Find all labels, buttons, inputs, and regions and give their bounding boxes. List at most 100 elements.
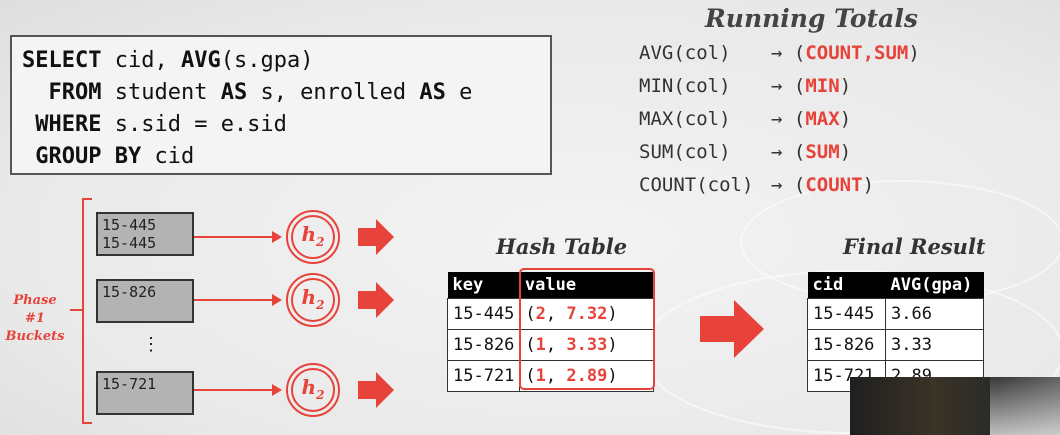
sql-keyword: AS bbox=[419, 80, 446, 105]
bucket-entry: 15-721 bbox=[102, 375, 157, 393]
paren: ) bbox=[839, 75, 852, 97]
running-total-row: SUM(col)→ (SUM) bbox=[639, 141, 851, 163]
table-header-row: cid AVG(gpa) bbox=[807, 272, 984, 299]
hash-table-title: Hash Table bbox=[496, 234, 628, 259]
sql-text: cid, bbox=[101, 48, 181, 73]
sql-keyword: AS bbox=[220, 80, 248, 105]
total-part: SUM bbox=[805, 141, 840, 163]
total-part: SUM bbox=[874, 42, 909, 64]
aggregate-function: AVG(col) bbox=[639, 42, 731, 64]
total-part: COUNT bbox=[805, 174, 863, 196]
sql-text: s, enrolled bbox=[247, 80, 420, 105]
table-cell: 15-721 bbox=[446, 360, 521, 392]
sql-text: s.sid = e.sid bbox=[101, 112, 287, 137]
table-cell: (1, 2.89) bbox=[519, 360, 655, 392]
sql-line: WHERE s.sid = e.sid bbox=[22, 109, 540, 141]
paren: ) bbox=[839, 108, 852, 130]
table-row: 15-445 3.66 bbox=[807, 298, 984, 330]
arrow-icon: → bbox=[771, 108, 783, 130]
paren: ( bbox=[793, 108, 806, 130]
paren: ( bbox=[793, 75, 806, 97]
sql-line: SELECT cid, AVG(s.gpa) bbox=[22, 45, 540, 77]
table-cell: (1, 3.33) bbox=[519, 329, 655, 361]
total-part: , bbox=[862, 42, 875, 64]
table-row: 15-826 (1, 3.33) bbox=[446, 329, 655, 361]
sql-text: cid bbox=[141, 144, 195, 169]
arrow-icon: → bbox=[771, 174, 783, 196]
sql-text: student bbox=[101, 80, 221, 105]
table-cell: 3.66 bbox=[885, 298, 984, 330]
running-total-row: AVG(col) → (COUNT,SUM) bbox=[639, 42, 920, 64]
column-header: key bbox=[447, 272, 520, 299]
right-arrow-icon bbox=[358, 219, 394, 255]
aggregate-function: MAX(col) bbox=[639, 108, 731, 130]
bucket-entry: 15-445 bbox=[102, 216, 157, 234]
right-arrow-icon bbox=[358, 372, 394, 408]
aggregate-function: COUNT(col) bbox=[639, 174, 754, 196]
arrow-head-icon bbox=[272, 231, 282, 243]
paren: ( bbox=[793, 42, 806, 64]
table-cell: 15-445 bbox=[807, 298, 886, 330]
connector-line bbox=[194, 389, 272, 391]
table-header-row: key value bbox=[447, 272, 654, 299]
sql-line: GROUP BY cid bbox=[22, 141, 540, 173]
hash-function-icon bbox=[286, 363, 340, 417]
ellipsis: ⋮ bbox=[142, 334, 160, 355]
running-total-row: MIN(col) → (MIN) bbox=[639, 75, 851, 97]
phase-buckets-label: Phase #1 Buckets bbox=[5, 293, 65, 344]
column-header: AVG(gpa) bbox=[885, 272, 984, 299]
paren: ( bbox=[793, 141, 806, 163]
arrow-head-icon bbox=[272, 294, 282, 306]
aggregate-function: SUM(col) bbox=[639, 141, 731, 163]
hash-function-icon bbox=[286, 273, 340, 327]
connector-line bbox=[194, 236, 272, 238]
total-part: MIN bbox=[805, 75, 840, 97]
bucket: 15-445 15-445 bbox=[96, 212, 194, 256]
hash-label: h2 bbox=[301, 375, 325, 402]
hash-label: h2 bbox=[301, 222, 325, 249]
running-totals-title: Running Totals bbox=[705, 4, 918, 33]
column-header: cid bbox=[807, 272, 886, 299]
sql-keyword: SELECT bbox=[22, 48, 102, 73]
final-result-table: cid AVG(gpa) 15-445 3.66 15-826 3.33 15-… bbox=[807, 272, 984, 392]
bucket: 15-826 bbox=[96, 279, 194, 323]
arrow-icon: → bbox=[771, 141, 783, 163]
aggregate-function: MIN(col) bbox=[639, 75, 731, 97]
table-cell: (2, 7.32) bbox=[519, 298, 655, 330]
column-header: value bbox=[519, 272, 654, 299]
sql-text: e bbox=[445, 80, 473, 105]
corner-fade bbox=[990, 370, 1060, 435]
sql-keyword: GROUP BY bbox=[22, 144, 142, 169]
connector-line bbox=[194, 299, 272, 301]
hash-function-icon bbox=[286, 210, 340, 264]
bracket-tick bbox=[70, 309, 82, 311]
big-right-arrow-icon bbox=[700, 300, 764, 358]
bucket: 15-721 bbox=[96, 371, 194, 415]
total-part: MAX bbox=[805, 108, 840, 130]
value-column-highlight bbox=[519, 268, 655, 390]
table-row: 15-721 (1, 2.89) bbox=[446, 360, 655, 392]
sql-query-box: SELECT cid, AVG(s.gpa) FROM student AS s… bbox=[10, 35, 552, 175]
paren: ) bbox=[908, 42, 920, 64]
sql-line: FROM student AS s, enrolled AS e bbox=[22, 77, 540, 109]
table-cell: 15-445 bbox=[446, 298, 521, 330]
total-part: COUNT bbox=[805, 42, 863, 64]
sql-keyword: AVG bbox=[180, 48, 221, 73]
bucket-entry: 15-445 bbox=[102, 234, 157, 252]
final-result-title: Final Result bbox=[843, 234, 986, 259]
bracket bbox=[82, 198, 92, 424]
bucket-entry: 15-826 bbox=[102, 283, 157, 301]
table-row: 15-826 3.33 bbox=[807, 329, 984, 361]
sql-keyword: FROM bbox=[22, 80, 102, 105]
table-cell: 15-721 bbox=[807, 360, 886, 392]
arrow-icon: → bbox=[771, 42, 783, 64]
paren: ) bbox=[862, 174, 875, 196]
table-cell: 15-826 bbox=[446, 329, 521, 361]
running-total-row: MAX(col) → (MAX) bbox=[639, 108, 851, 130]
arrow-icon: → bbox=[771, 75, 783, 97]
right-arrow-icon bbox=[358, 282, 394, 318]
arrow-head-icon bbox=[272, 384, 282, 396]
sql-text: (s.gpa) bbox=[220, 48, 314, 73]
sql-keyword: WHERE bbox=[22, 112, 102, 137]
table-cell: 15-826 bbox=[807, 329, 886, 361]
